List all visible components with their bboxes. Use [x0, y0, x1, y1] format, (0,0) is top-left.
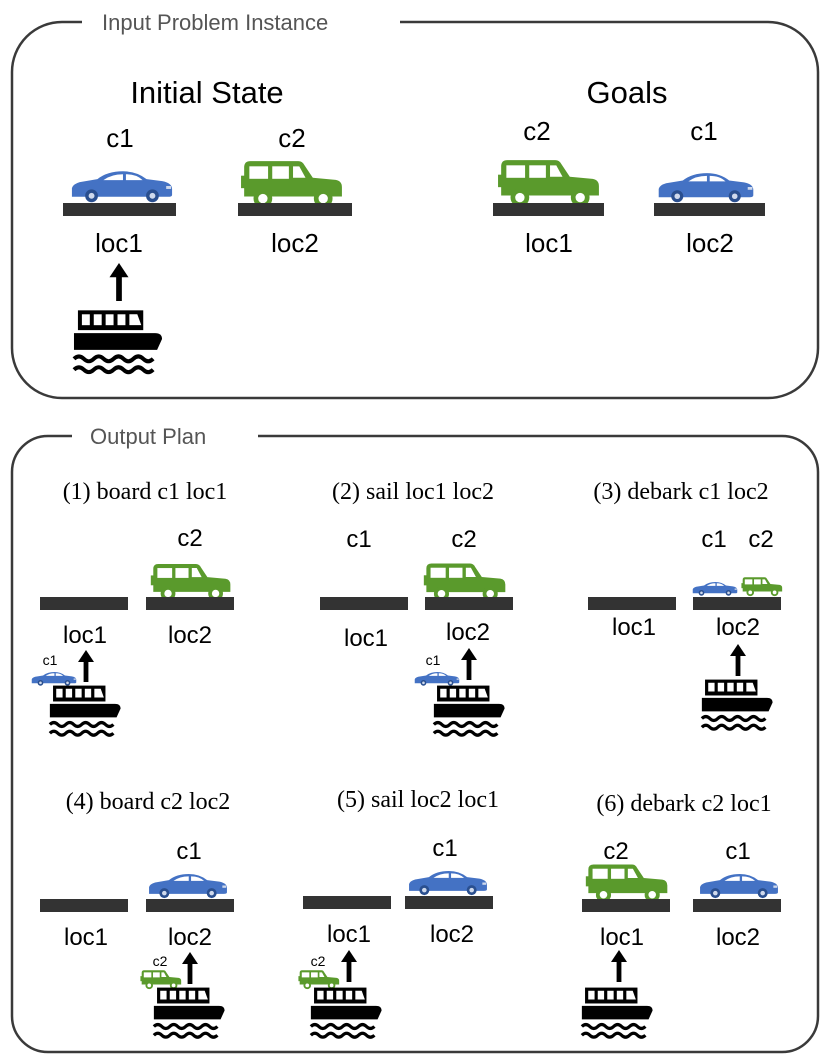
ground-goal-loc1 — [493, 203, 604, 216]
input-panel-frame — [10, 20, 820, 400]
ground-goal-loc2 — [654, 203, 765, 216]
jeep-icon — [741, 577, 783, 597]
ground-loc1 — [63, 203, 176, 216]
step-2-loc2-label: loc2 — [446, 619, 490, 646]
ground-loc1 — [582, 899, 670, 912]
ground-loc2 — [693, 597, 781, 610]
step-2-c2-label: c2 — [451, 526, 476, 553]
step-6-loc2-label: loc2 — [716, 924, 760, 951]
goal-c1-label: c1 — [690, 116, 717, 146]
initial-c1-label: c1 — [106, 123, 133, 153]
step-4-loc2-label: loc2 — [168, 924, 212, 951]
step-5-label: (5) sail loc2 loc1 — [337, 787, 499, 813]
ferry-icon — [72, 308, 165, 375]
up-arrow-icon — [341, 950, 357, 982]
ground-loc1 — [40, 899, 128, 912]
ferry-icon — [48, 684, 123, 737]
step-6-c1-label: c1 — [725, 838, 750, 865]
ground-loc1 — [320, 597, 408, 610]
ground-loc2 — [425, 597, 513, 610]
ground-loc2 — [238, 203, 352, 216]
sedan-icon — [658, 173, 754, 203]
sedan-icon — [692, 581, 738, 596]
ground-loc2 — [405, 896, 493, 909]
step-4-c1-label: c1 — [176, 838, 201, 865]
up-arrow-icon — [109, 263, 129, 301]
up-arrow-icon — [78, 650, 94, 682]
step-2-c1-label: c1 — [346, 526, 371, 553]
ferry-icon — [580, 986, 655, 1039]
ferry-icon — [152, 986, 227, 1039]
jeep-icon — [423, 563, 506, 602]
ground-loc2 — [146, 899, 234, 912]
jeep-icon — [140, 970, 182, 990]
jeep-icon — [241, 161, 342, 208]
step-6-c2-label: c2 — [603, 838, 628, 865]
goals-title: Goals — [587, 75, 668, 110]
step-2-label: (2) sail loc1 loc2 — [332, 479, 494, 505]
jeep-icon — [585, 864, 668, 903]
initial-loc2-label: loc2 — [271, 228, 319, 258]
ferry-icon — [309, 986, 384, 1039]
step-1-ferry-car-label: c1 — [43, 652, 58, 668]
output-panel-frame — [10, 434, 820, 1054]
step-5-loc1-label: loc1 — [327, 921, 371, 948]
sedan-icon — [31, 671, 77, 686]
step-1-c2-label: c2 — [177, 525, 202, 552]
step-5-loc2-label: loc2 — [430, 921, 474, 948]
step-1-loc1-label: loc1 — [63, 622, 107, 649]
goal-loc2-label: loc2 — [686, 228, 734, 258]
ground-loc1 — [303, 896, 391, 909]
step-6-loc1-label: loc1 — [600, 924, 644, 951]
step-6-label: (6) debark c2 loc1 — [596, 791, 771, 817]
ground-loc2 — [146, 597, 234, 610]
ferry-icon — [432, 684, 507, 737]
step-3-c2-label: c2 — [748, 526, 773, 553]
step-3-loc1-label: loc1 — [612, 614, 656, 641]
initial-loc1-label: loc1 — [95, 228, 143, 258]
output-panel-legend: Output Plan — [90, 424, 206, 449]
ground-loc2 — [693, 899, 781, 912]
ferry-icon — [700, 678, 775, 731]
step-1-label: (1) board c1 loc1 — [63, 479, 228, 505]
initial-state-title: Initial State — [130, 75, 283, 110]
step-2-loc1-label: loc1 — [344, 625, 388, 652]
step-3-c1-label: c1 — [701, 526, 726, 553]
jeep-icon — [298, 970, 340, 990]
goal-loc1-label: loc1 — [525, 228, 573, 258]
step-3-loc2-label: loc2 — [716, 614, 760, 641]
ground-loc1 — [588, 597, 676, 610]
step-4-loc1-label: loc1 — [64, 924, 108, 951]
jeep-icon — [150, 563, 231, 601]
step-4-label: (4) board c2 loc2 — [66, 789, 231, 815]
up-arrow-icon — [461, 648, 477, 680]
sedan-icon — [414, 671, 460, 686]
sedan-icon — [409, 871, 487, 896]
sedan-icon — [700, 874, 778, 899]
ground-loc1 — [40, 597, 128, 610]
step-5-c1-label: c1 — [432, 835, 457, 862]
step-3-label: (3) debark c1 loc2 — [593, 479, 768, 505]
up-arrow-icon — [730, 644, 746, 676]
up-arrow-icon — [611, 950, 627, 982]
sedan-icon — [71, 171, 173, 203]
step-2-ferry-car-label: c1 — [426, 652, 441, 668]
sedan-icon — [149, 874, 227, 899]
input-panel-legend: Input Problem Instance — [102, 10, 328, 35]
step-5-ferry-car-label: c2 — [311, 953, 326, 969]
goal-c2-label: c2 — [523, 116, 550, 146]
step-1-loc2-label: loc2 — [168, 622, 212, 649]
initial-c2-label: c2 — [278, 123, 305, 153]
step-4-ferry-car-label: c2 — [153, 953, 168, 969]
jeep-icon — [498, 160, 599, 207]
up-arrow-icon — [182, 952, 198, 984]
